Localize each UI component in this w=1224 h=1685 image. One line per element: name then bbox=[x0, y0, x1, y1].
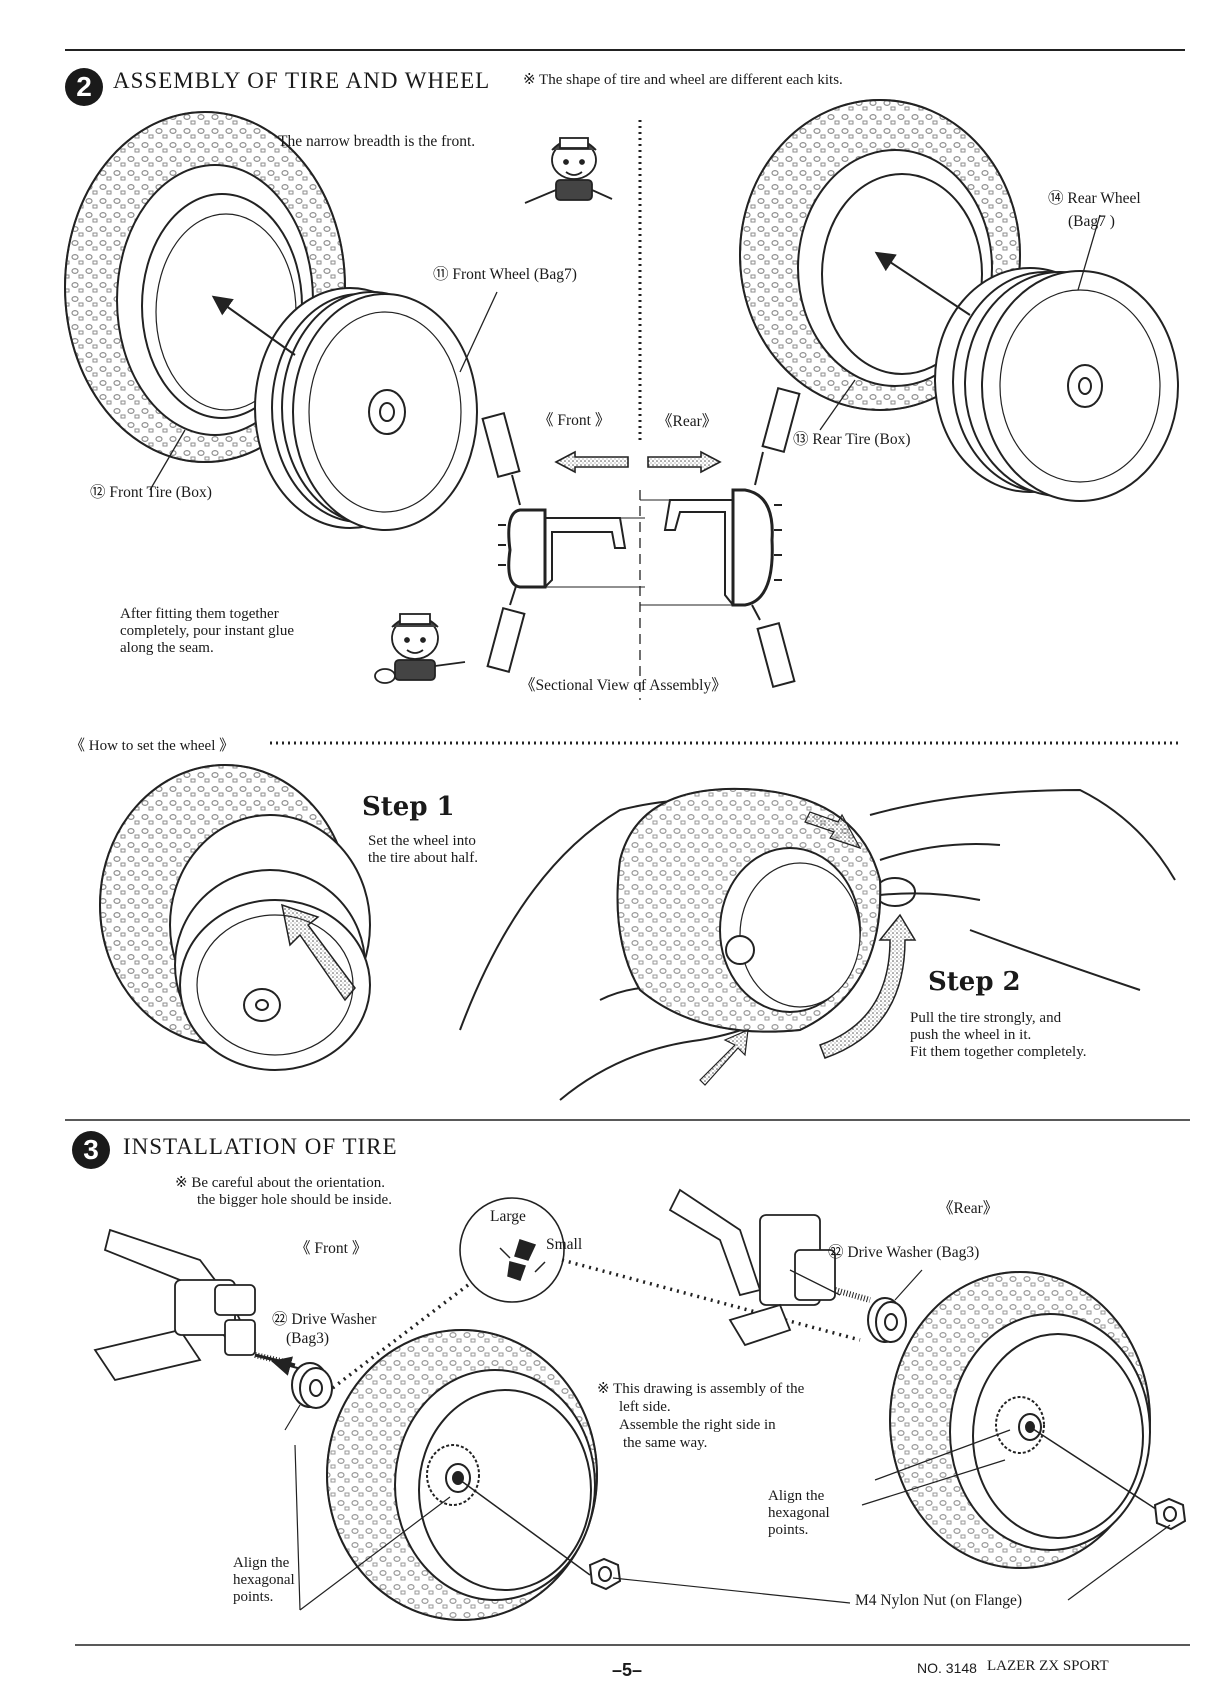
nylon-nut-leader-right bbox=[1067, 1524, 1171, 1601]
rear-insert-arrow bbox=[874, 251, 971, 316]
rear-direction-label: 《Rear》 bbox=[657, 413, 718, 430]
rear-drive-washer-label: ㉒ Drive Washer (Bag3) bbox=[828, 1244, 980, 1261]
step2-tire-drawing bbox=[616, 787, 882, 1033]
nylon-nut-leader-left bbox=[612, 1577, 851, 1604]
model-name: LAZER ZX SPORT bbox=[987, 1658, 1109, 1674]
step2-text-line-2: push the wheel in it. bbox=[910, 1027, 1032, 1043]
page-number: –5– bbox=[612, 1660, 643, 1680]
front-drive-washer-label: ㉒ Drive Washer (Bag3) bbox=[272, 1310, 376, 1348]
step1-arrow bbox=[281, 903, 356, 1002]
step2-title: Step 2 bbox=[928, 967, 1021, 997]
step1-text-line-2: the tire about half. bbox=[368, 850, 478, 866]
sectional-view-label: 《Sectional View of Assembly》 bbox=[520, 677, 727, 694]
front-wheel-label: ⑪ Front Wheel (Bag7) bbox=[433, 266, 577, 283]
left-side-note-line-3: Assemble the right side in bbox=[619, 1417, 776, 1433]
section-3-badge: 3 bbox=[72, 1131, 110, 1169]
nylon-nut-label: M4 Nylon Nut (on Flange) bbox=[855, 1592, 1023, 1609]
section-2-badge: 2 bbox=[65, 68, 103, 106]
rear-wheel-label: ⑭ Rear Wheel bbox=[1048, 190, 1141, 207]
s3-rear-direction-label: 《Rear》 bbox=[938, 1200, 999, 1217]
detail-leader-right bbox=[561, 1258, 861, 1342]
orientation-note-line-1: ※ Be careful about the orientation. bbox=[175, 1175, 385, 1191]
front-wheel-drawing bbox=[254, 287, 478, 531]
align-right-line-3: points. bbox=[768, 1522, 809, 1538]
model-number: NO. 3148 bbox=[917, 1660, 977, 1676]
glue-note-line-2: completely, pour instant glue bbox=[120, 623, 294, 639]
rear-wheel-leader bbox=[1077, 214, 1101, 291]
front-drive-washer-line-1: ㉒ Drive Washer bbox=[272, 1311, 377, 1328]
rear-tire-installed bbox=[889, 1271, 1151, 1569]
front-drive-washer bbox=[291, 1362, 333, 1409]
front-wheel-leader bbox=[459, 291, 498, 373]
mascot-top bbox=[524, 137, 613, 204]
narrow-breadth-note: The narrow breadth is the front. bbox=[278, 133, 476, 150]
align-left-line-2: hexagonal bbox=[233, 1572, 295, 1588]
section-3-title: INSTALLATION OF TIRE bbox=[123, 1134, 398, 1159]
step1-text-line-1: Set the wheel into bbox=[368, 833, 476, 849]
front-suspension-drawing bbox=[93, 1228, 296, 1382]
step1-text: Set the wheel into the tire about half. bbox=[368, 833, 478, 867]
front-tire-leader bbox=[149, 429, 186, 491]
rear-tire-label: ⑬ Rear Tire (Box) bbox=[793, 431, 911, 448]
step2-text-line-3: Fit them together completely. bbox=[910, 1044, 1087, 1060]
section-2-note: ※ The shape of tire and wheel are differ… bbox=[523, 72, 843, 88]
left-side-note-line-2: left side. bbox=[619, 1399, 671, 1415]
front-align-leader bbox=[294, 1444, 451, 1611]
align-note-right: Align the hexagonal points. bbox=[768, 1488, 830, 1539]
section-2-number: 2 bbox=[76, 71, 92, 102]
washer-large-label: Large bbox=[490, 1208, 526, 1225]
step1-title: Step 1 bbox=[362, 792, 455, 822]
step2-curved-arrow bbox=[819, 913, 917, 1059]
rear-suspension-drawing bbox=[668, 1188, 871, 1347]
front-tire-label: ⑫ Front Tire (Box) bbox=[90, 484, 212, 501]
step2-push-arrow bbox=[699, 1029, 749, 1086]
orientation-note-line-2: the bigger hole should be inside. bbox=[197, 1192, 392, 1208]
front-tire-installed bbox=[326, 1329, 598, 1621]
rear-align-leader bbox=[861, 1429, 1011, 1506]
front-insert-arrow bbox=[211, 295, 296, 356]
rear-wheel-bag-label: (Bag7 ) bbox=[1068, 213, 1115, 230]
washer-detail-drawing bbox=[499, 1239, 546, 1281]
front-nylon-nut bbox=[588, 1557, 622, 1591]
glue-note: After fitting them together completely, … bbox=[120, 606, 294, 657]
left-side-note-line-4: the same way. bbox=[623, 1435, 708, 1451]
s3-front-direction-label: 《 Front 》 bbox=[295, 1240, 368, 1257]
howto-title: 《 How to set the wheel 》 bbox=[70, 738, 235, 754]
rear-nylon-nut bbox=[1153, 1497, 1187, 1531]
step2-pull-arrow bbox=[804, 811, 862, 850]
align-left-line-1: Align the bbox=[233, 1555, 290, 1571]
top-rule bbox=[65, 49, 1185, 51]
rear-tire-leader bbox=[819, 379, 856, 431]
step2-text-line-1: Pull the tire strongly, and bbox=[910, 1010, 1062, 1026]
section-3-number: 3 bbox=[83, 1134, 99, 1165]
left-side-note-line-1: ※ This drawing is assembly of the bbox=[597, 1381, 805, 1397]
washer-detail-circle bbox=[459, 1197, 565, 1303]
front-direction-label: 《 Front 》 bbox=[538, 412, 611, 429]
rear-drive-washer bbox=[867, 1297, 907, 1343]
align-left-line-3: points. bbox=[233, 1589, 274, 1605]
washer-small-label: Small bbox=[546, 1236, 583, 1253]
step2-hands-drawing bbox=[459, 788, 1176, 1101]
glue-note-line-1: After fitting them together bbox=[120, 606, 279, 622]
front-drive-washer-line-2: (Bag3) bbox=[286, 1330, 330, 1347]
rear-wheel-drawing bbox=[934, 267, 1179, 502]
mascot-bottom bbox=[374, 613, 466, 684]
align-right-line-1: Align the bbox=[768, 1488, 825, 1504]
orientation-note: ※ Be careful about the orientation. the … bbox=[175, 1175, 392, 1209]
left-side-note: ※ This drawing is assembly of the left s… bbox=[597, 1380, 804, 1452]
rear-axle-line bbox=[1029, 1426, 1166, 1516]
section-2-title: ASSEMBLY OF TIRE AND WHEEL bbox=[113, 68, 491, 93]
glue-note-line-3: along the seam. bbox=[120, 640, 214, 656]
step2-text: Pull the tire strongly, and push the whe… bbox=[910, 1010, 1086, 1061]
detail-leader-left bbox=[328, 1283, 470, 1392]
sectional-view-drawing bbox=[481, 386, 801, 689]
front-axle-line bbox=[459, 1479, 591, 1576]
front-rear-arrows bbox=[554, 450, 722, 474]
align-right-line-2: hexagonal bbox=[768, 1505, 830, 1521]
align-note-left: Align the hexagonal points. bbox=[233, 1555, 295, 1606]
